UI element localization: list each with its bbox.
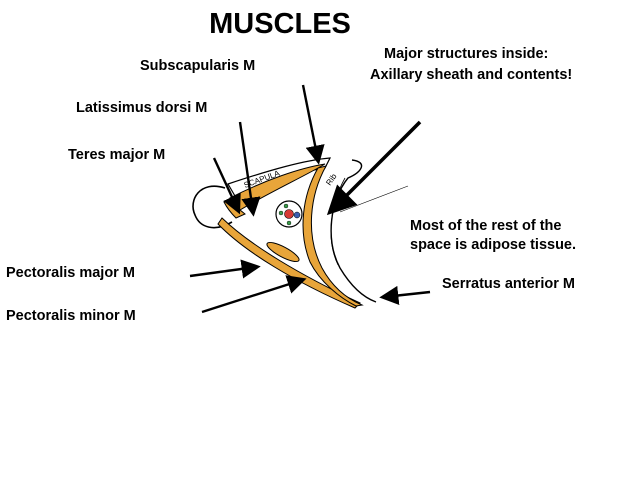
label-pectoralis-minor: Pectoralis minor M [6,308,136,324]
arrow-serratus [379,285,431,305]
note-major-structures-line2: Axillary sheath and contents! [370,67,573,83]
note-major-structures-line1: Major structures inside: [384,46,549,62]
arrow-pectoralis-major [189,259,261,279]
humerus-head [192,185,233,229]
pectoralis-minor-muscle [266,241,300,263]
nerve-icon [278,210,284,216]
nerve-icon [283,203,289,209]
arrow-teres-major [212,157,241,215]
label-serratus-anterior: Serratus anterior M [442,276,575,292]
note-adipose-line1: Most of the rest of the [410,218,562,234]
note-adipose-line2: space is adipose tissue. [410,237,577,253]
arrow-pectoralis-minor [201,275,307,314]
serratus-anterior-muscle [302,165,364,307]
arrow-latissimus [238,121,261,217]
label-teres-major: Teres major M [68,147,166,163]
arrow-subscapularis [301,84,325,165]
page-title: MUSCLES [209,8,351,40]
arrow-axillary-sheath [326,120,422,216]
axillary-artery-icon [284,209,294,219]
rib-chest-wall [330,159,377,303]
nerve-icon [286,220,292,226]
axillary-vein-icon [293,211,301,219]
label-latissimus-dorsi: Latissimus dorsi M [76,100,208,116]
label-pectoralis-major: Pectoralis major M [6,265,135,281]
rib-sketch-label: Rib [324,172,339,187]
rib-inner-line [330,177,346,266]
label-subscapularis: Subscapularis M [140,58,256,74]
